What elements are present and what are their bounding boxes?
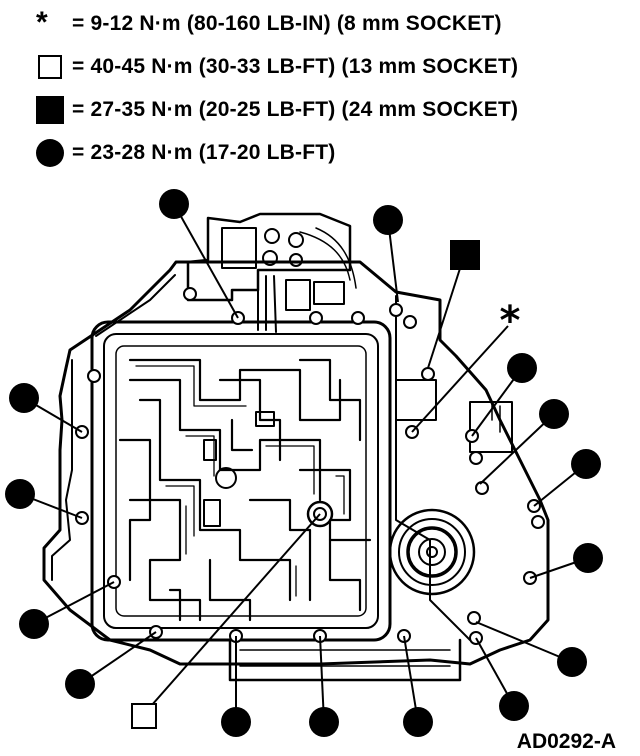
solid-circle-callout: [499, 691, 529, 721]
asterisk-callout: *: [500, 298, 521, 344]
leader-lines: [19, 203, 589, 723]
asterisk-icon: *: [36, 6, 48, 39]
legend-label: = 9-12 N·m (80-160 LB-IN) (8 mm SOCKET): [72, 12, 502, 35]
transaxle-housing: [42, 212, 550, 682]
solid-circle-icon: [28, 135, 72, 171]
solid-circle-callout: [373, 205, 403, 235]
solid-circle-callout: [309, 707, 339, 737]
open-square-callout: [131, 703, 157, 729]
solid-square-callout: [450, 240, 480, 270]
solid-circle-callout: [539, 399, 569, 429]
solid-circle-callout: [573, 543, 603, 573]
solid-circle-callout: [19, 609, 49, 639]
legend-label: = 23-28 N·m (17-20 LB-FT): [72, 141, 336, 164]
figure-id: AD0292-A: [516, 730, 616, 753]
solid-circle-callout: [65, 669, 95, 699]
legend-item-solid-square: = 27-35 N·m (20-25 LB-FT) (24 mm SOCKET): [28, 90, 518, 130]
solid-circle-callout: [221, 707, 251, 737]
solid-circle-callout: [9, 383, 39, 413]
solid-circle-callout: [5, 479, 35, 509]
legend-item-asterisk: * = 9-12 N·m (80-160 LB-IN) (8 mm SOCKET…: [28, 4, 502, 44]
solid-circle-callout: [507, 353, 537, 383]
bolt-holes: [75, 287, 545, 645]
open-square-icon: [28, 49, 72, 85]
legend-item-solid-circle: = 23-28 N·m (17-20 LB-FT): [28, 133, 335, 173]
solid-circle-callout: [557, 647, 587, 677]
legend-label: = 40-45 N·m (30-33 LB-FT) (13 mm SOCKET): [72, 55, 519, 78]
callout-markers: *: [5, 189, 603, 737]
solid-square-icon: [28, 92, 72, 128]
solid-circle-callout: [159, 189, 189, 219]
legend-label: = 27-35 N·m (20-25 LB-FT) (24 mm SOCKET): [72, 98, 519, 121]
solid-circle-callout: [571, 449, 601, 479]
solid-circle-callout: [403, 707, 433, 737]
legend-item-open-square: = 40-45 N·m (30-33 LB-FT) (13 mm SOCKET): [28, 47, 518, 87]
